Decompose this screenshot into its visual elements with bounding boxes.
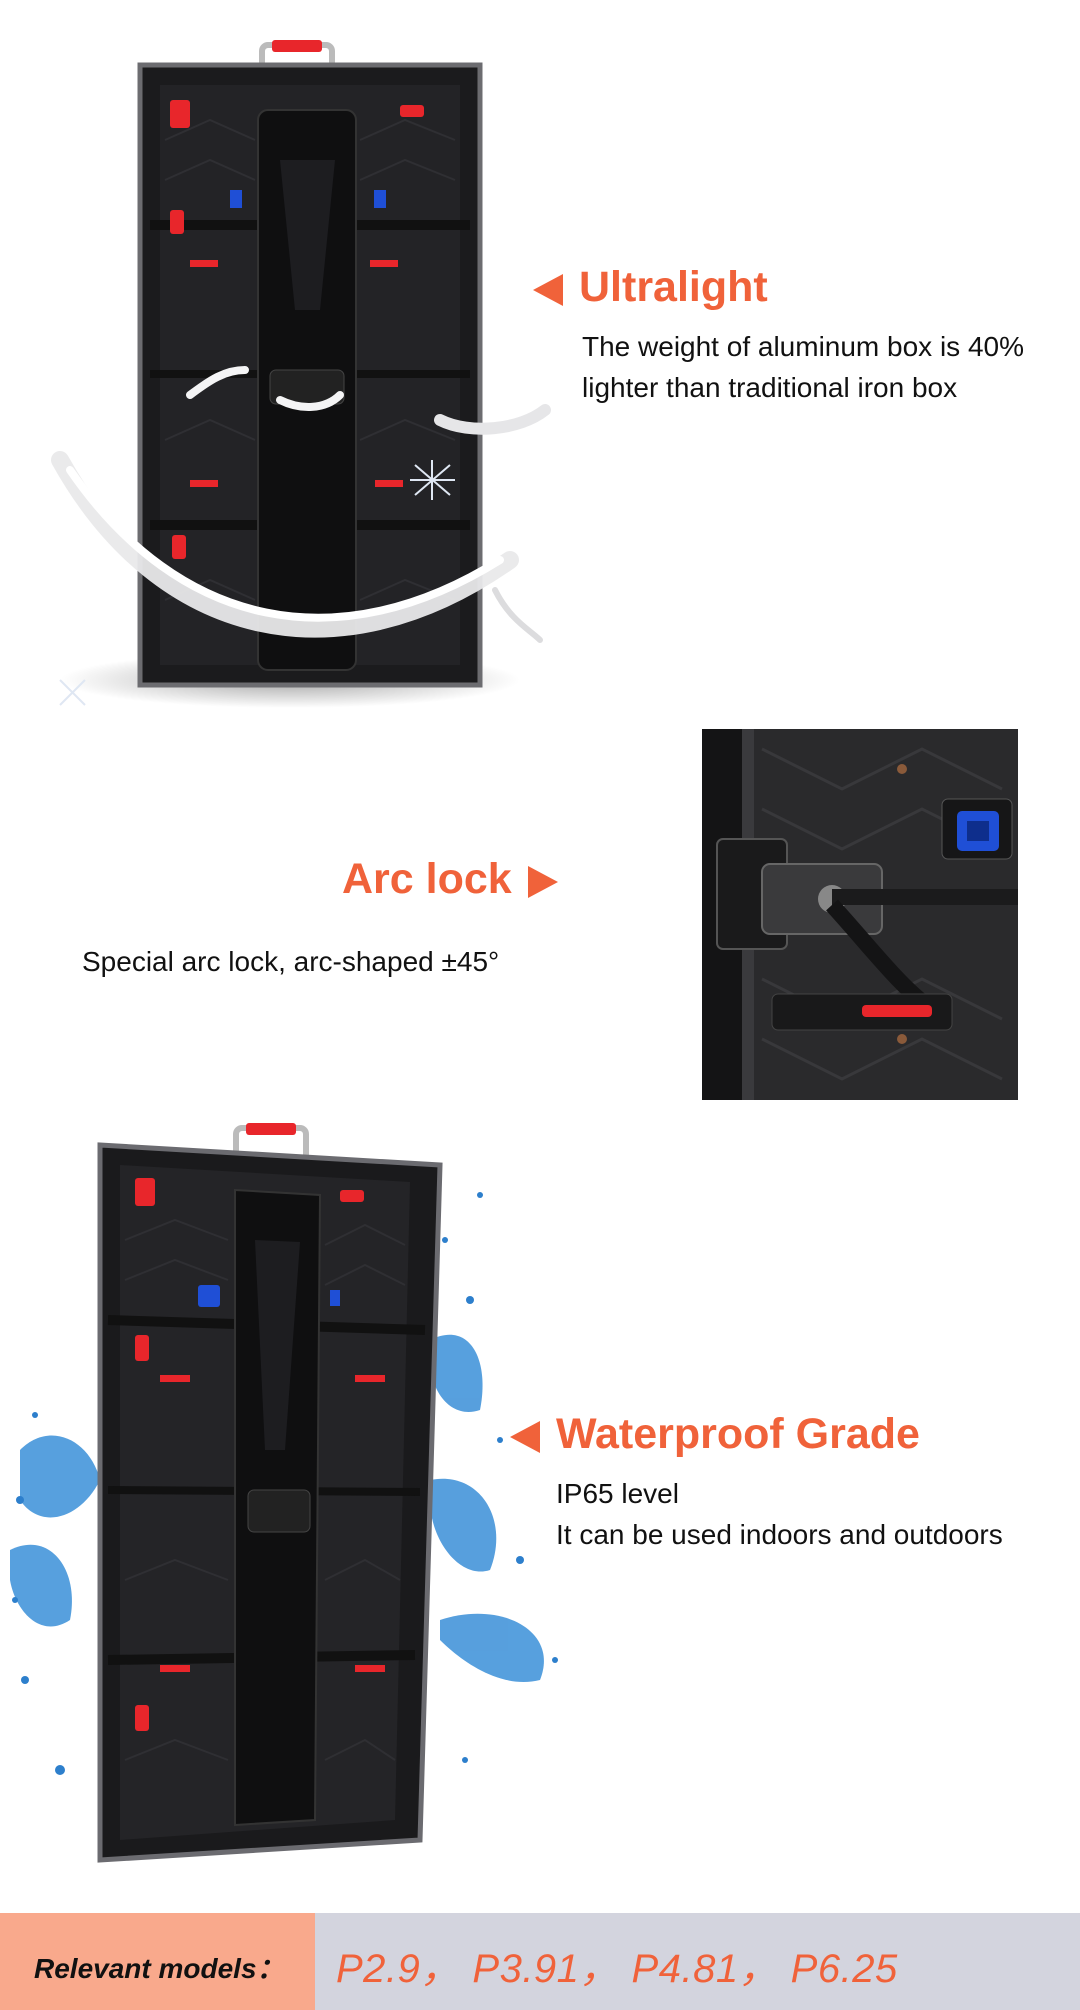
waterproof-cabinet-image xyxy=(0,1120,600,1870)
waterproof-title: Waterproof Grade xyxy=(556,1410,920,1458)
ultralight-title: Ultralight xyxy=(579,263,768,311)
arc-lock-title-row: Arc lock xyxy=(342,858,558,901)
ultralight-cabinet-image xyxy=(40,40,560,720)
relevant-models-footer: Relevant models： P2.9， P3.91， P4.81， P6.… xyxy=(0,1913,1080,2010)
left-arrow-icon xyxy=(510,1420,540,1453)
ultralight-desc-line2: lighter than traditional iron box xyxy=(582,372,958,403)
relevant-models-label: Relevant models： xyxy=(34,1953,285,1984)
footer-models-panel xyxy=(315,1913,1080,2010)
waterproof-desc-line1: IP65 level xyxy=(556,1478,679,1509)
footer-label-panel: Relevant models： xyxy=(0,1913,315,2010)
right-arrow-icon xyxy=(527,865,558,898)
left-arrow-icon xyxy=(533,273,563,306)
ultralight-desc-line1: The weight of aluminum box is 40% xyxy=(582,331,1024,362)
ultralight-title-row: Ultralight xyxy=(533,266,768,309)
waterproof-title-row: Waterproof Grade xyxy=(510,1413,920,1456)
arc-lock-title: Arc lock xyxy=(342,855,512,903)
ultralight-description: The weight of aluminum box is 40% lighte… xyxy=(582,326,1024,408)
arc-lock-description: Special arc lock, arc-shaped ±45° xyxy=(82,946,500,977)
arc-lock-closeup-image xyxy=(702,729,1018,1100)
waterproof-desc-line2: It can be used indoors and outdoors xyxy=(556,1519,1003,1550)
waterproof-description: IP65 level It can be used indoors and ou… xyxy=(556,1473,1003,1555)
relevant-models-list: P2.9， P3.91， P4.81， P6.25 xyxy=(336,1947,898,1991)
